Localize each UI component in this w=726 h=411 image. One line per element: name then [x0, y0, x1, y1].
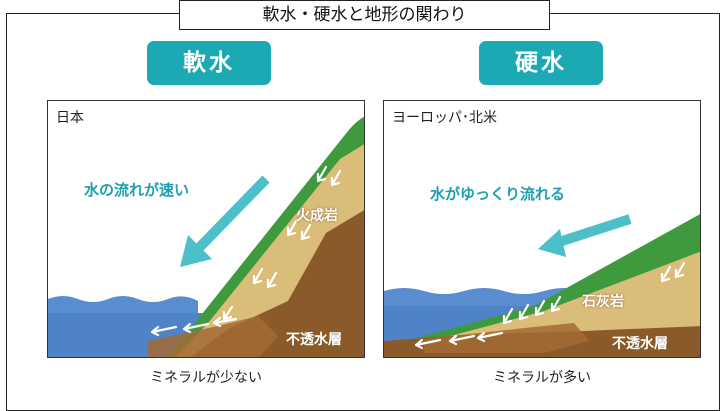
soft-rock-label: 火成岩	[296, 208, 338, 224]
soft-caption: ミネラルが少ない	[150, 370, 262, 386]
soft-terrain-illustration	[48, 116, 364, 357]
soft-water-panel: 日本 水の流れが速い 火成岩 不透水層	[47, 100, 365, 358]
hard-water-heading: 硬水	[479, 41, 603, 85]
hard-caption: ミネラルが多い	[493, 370, 591, 386]
soft-region-label: 日本	[56, 110, 84, 126]
hard-region-label: ヨーロッパ･北米	[392, 110, 497, 126]
hard-layer-label: 不透水層	[612, 336, 668, 352]
diagram-title: 軟水・硬水と地形の関わり	[179, 0, 550, 30]
soft-water-heading: 軟水	[147, 41, 271, 85]
hard-terrain-illustration	[384, 214, 700, 357]
hard-flow-label: 水がゆっくり流れる	[430, 185, 566, 203]
soft-layer-label: 不透水層	[286, 332, 342, 348]
soft-flow-label: 水の流れが速い	[84, 181, 190, 199]
hard-rock-label: 石灰岩	[582, 294, 624, 310]
hard-water-panel: ヨーロッパ･北米 水がゆっくり流れる 石灰岩 不透水層	[383, 100, 701, 358]
